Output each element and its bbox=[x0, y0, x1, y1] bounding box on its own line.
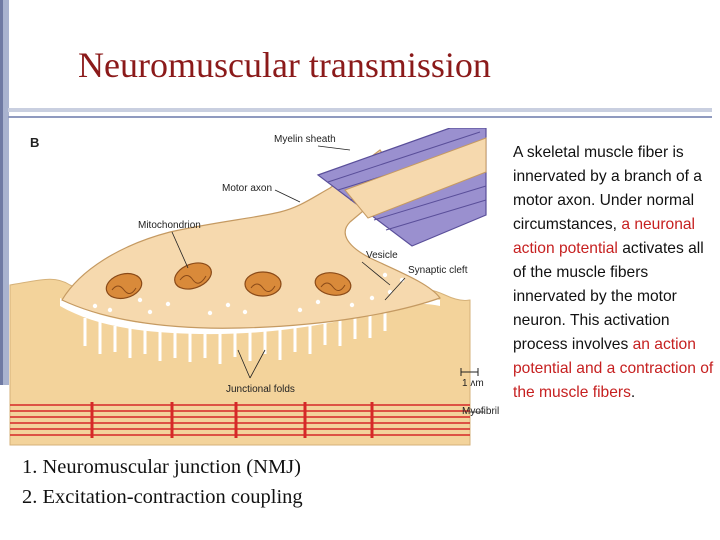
label-vesicle: Vesicle bbox=[366, 250, 398, 261]
label-mitochondrion: Mitochondrion bbox=[138, 220, 201, 231]
nmj-diagram bbox=[9, 128, 487, 446]
slide-left-accent-bar bbox=[0, 0, 9, 385]
z-lines bbox=[90, 402, 374, 438]
junctional-folds bbox=[83, 309, 387, 364]
label-motor-axon: Motor axon bbox=[222, 183, 273, 194]
description-part: A skeletal muscle fiber is innervated by… bbox=[513, 144, 702, 233]
title-divider-line bbox=[8, 116, 712, 118]
description-part: . bbox=[630, 384, 636, 401]
title-divider bbox=[8, 108, 712, 112]
highlight-contraction: an action potential and a contraction of… bbox=[513, 336, 714, 401]
label-myelin-sheath: Myelin sheath bbox=[274, 134, 336, 145]
topic-item: 1. Neuromuscular junction (NMJ) bbox=[22, 456, 301, 478]
myelin-sheath bbox=[316, 128, 487, 247]
label-synaptic-cleft: Synaptic cleft bbox=[408, 265, 468, 276]
myofibrils bbox=[10, 404, 470, 436]
slide-title: Neuromuscular transmission bbox=[78, 45, 491, 85]
topic-item: 2. Excitation-contraction coupling bbox=[22, 486, 303, 508]
label-myofibril: Myofibril bbox=[462, 406, 500, 417]
highlight-action-potential: a neuronal action potential bbox=[513, 216, 696, 257]
slide-left-accent-line bbox=[0, 0, 3, 385]
label-junctional-folds: Junctional folds bbox=[226, 384, 295, 395]
label-scale: 1 ʌm bbox=[462, 378, 484, 389]
topic-list: 1. Neuromuscular junction (NMJ) 2. Excit… bbox=[22, 452, 303, 512]
panel-letter: B bbox=[30, 135, 40, 150]
scale-bar bbox=[460, 368, 479, 376]
description-text: A skeletal muscle fiber is innervated by… bbox=[513, 141, 718, 405]
description-part: activates all of the muscle fibers inner… bbox=[513, 240, 704, 353]
